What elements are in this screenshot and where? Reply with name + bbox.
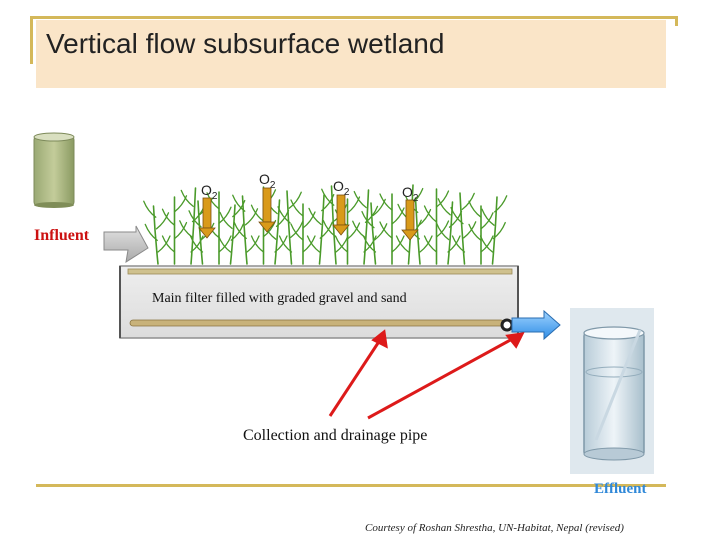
oxygen-arrow: O2	[401, 184, 419, 241]
title-rule-top	[30, 16, 678, 19]
effluent-label: Effluent	[594, 481, 647, 497]
title-rule-right	[675, 16, 678, 26]
effluent-arrow	[511, 309, 561, 341]
main-filter-label: Main filter filled with graded gravel an…	[152, 291, 407, 306]
title-rule-left	[30, 16, 33, 64]
collection-pipe-label: Collection and drainage pipe	[243, 427, 428, 444]
image-credit: Courtesy of Roshan Shrestha, UN-Habitat,…	[365, 522, 624, 534]
effluent-jar-image	[570, 308, 654, 474]
pipe-pointer-arrows	[328, 329, 525, 420]
reed-plants	[143, 184, 508, 265]
oxygen-arrows: O2 O2 O2 O2	[198, 171, 419, 241]
influent-label: Influent	[34, 227, 90, 244]
influent-jar-image	[33, 132, 75, 208]
influent-arrow	[103, 225, 149, 264]
page-title: Vertical flow subsurface wetland	[46, 28, 445, 59]
oxygen-arrow: O2	[258, 171, 276, 233]
bottom-rule	[36, 484, 666, 487]
title-banner	[36, 20, 666, 88]
